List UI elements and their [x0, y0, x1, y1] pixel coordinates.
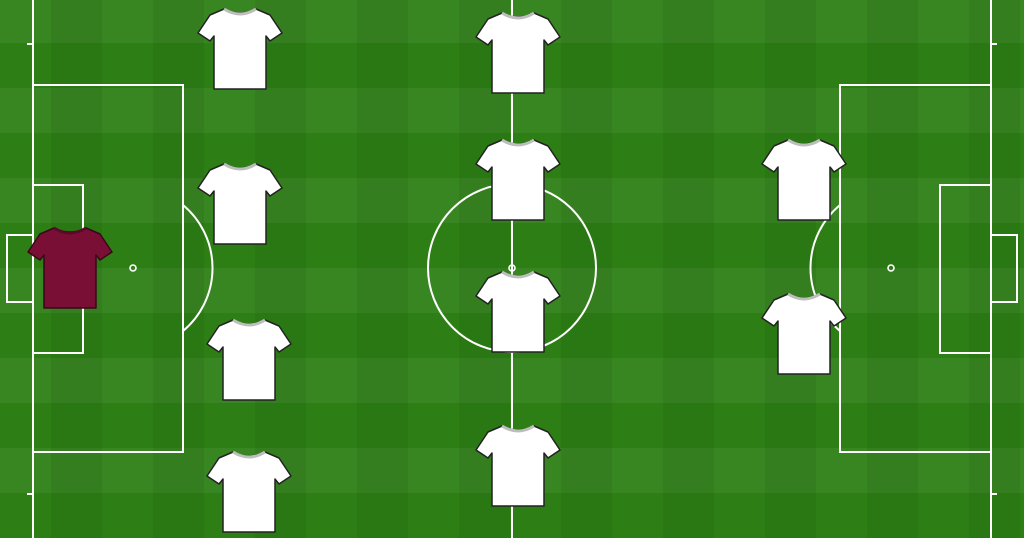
player-center-1[interactable]	[472, 7, 564, 97]
right-penalty-spot	[887, 264, 895, 272]
right-goal	[990, 234, 1018, 303]
shirt-icon	[475, 270, 561, 353]
shirt-icon	[206, 450, 292, 533]
left-penalty-arc	[182, 204, 214, 332]
player-center-3[interactable]	[472, 266, 564, 356]
shirt-icon	[475, 11, 561, 94]
center-spot	[508, 264, 516, 272]
player-left-mid-1[interactable]	[194, 3, 286, 93]
player-forward-2[interactable]	[758, 288, 850, 378]
shirt-icon	[475, 424, 561, 507]
player-goalkeeper[interactable]	[24, 222, 116, 312]
shirt-icon	[27, 226, 113, 309]
left-goal	[6, 234, 34, 303]
shirt-icon	[475, 138, 561, 221]
shirt-icon	[761, 292, 847, 375]
shirt-icon	[761, 138, 847, 221]
right-penalty-area	[839, 84, 992, 453]
player-center-4[interactable]	[472, 420, 564, 510]
left-penalty-spot	[129, 264, 137, 272]
player-left-mid-2[interactable]	[194, 158, 286, 248]
shirt-icon	[197, 162, 283, 245]
player-left-mid-4[interactable]	[203, 446, 295, 536]
shirt-icon	[197, 7, 283, 90]
player-center-2[interactable]	[472, 134, 564, 224]
shirt-icon	[206, 318, 292, 401]
player-left-mid-3[interactable]	[203, 314, 295, 404]
right-goal-area	[939, 184, 992, 354]
player-forward-1[interactable]	[758, 134, 850, 224]
